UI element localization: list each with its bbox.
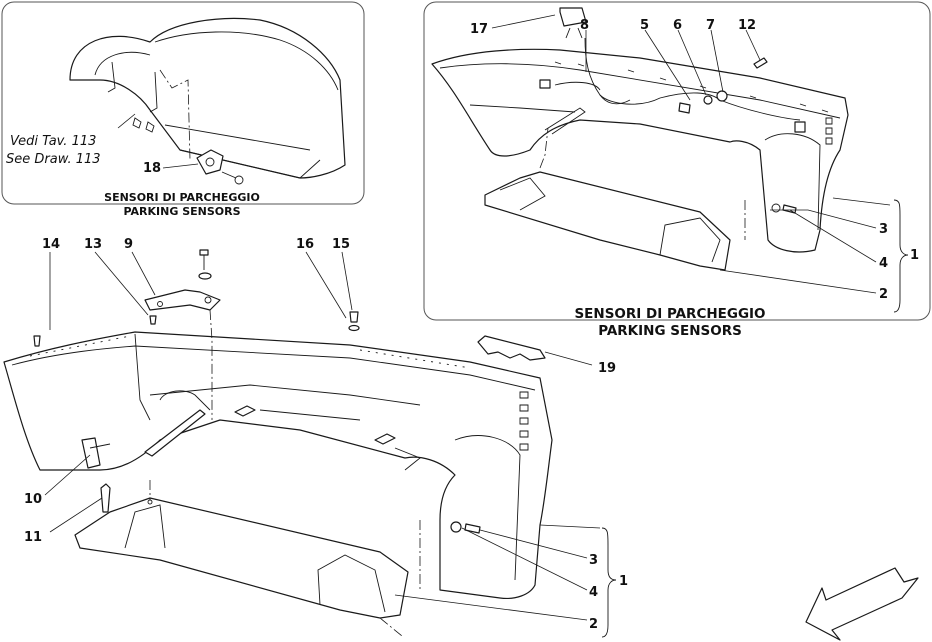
callout-17: 17	[470, 22, 488, 37]
direction-arrow-icon	[805, 567, 919, 641]
inset-left-caption-en: PARKING SENSORS	[123, 205, 240, 218]
callout-16: 16	[296, 237, 314, 252]
inset-left-panel: Vedi Tav. 113 See Draw. 113 18 SENSORI D…	[1, 1, 365, 218]
inset-right-caption-it: SENSORI DI PARCHEGGIO	[574, 306, 765, 322]
inset-right-caption-en: PARKING SENSORS	[598, 323, 742, 339]
callout-2-main: 2	[589, 617, 598, 632]
inset-left-caption-it: SENSORI DI PARCHEGGIO	[104, 191, 260, 204]
callout-1-inset: 1	[910, 248, 919, 263]
callout-18: 18	[143, 161, 161, 176]
callout-9: 9	[124, 237, 133, 252]
callout-11: 11	[24, 530, 42, 545]
inset-right-panel: 17 8 5 6 7 12 3 4 1 2 SENSORI DI PARCHEG…	[423, 1, 931, 339]
callout-12: 12	[738, 18, 756, 33]
callout-10: 10	[24, 492, 42, 507]
callout-15: 15	[332, 237, 350, 252]
callout-4-main: 4	[589, 585, 598, 600]
callout-4-inset: 4	[879, 256, 888, 271]
callout-3-main: 3	[589, 553, 598, 568]
callout-2-inset: 2	[879, 287, 888, 302]
callout-13: 13	[84, 237, 102, 252]
reference-it: Vedi Tav. 113	[10, 134, 96, 149]
callout-19: 19	[598, 361, 616, 376]
callout-3-inset: 3	[879, 222, 888, 237]
reference-en: See Draw. 113	[6, 152, 101, 167]
callout-5: 5	[640, 18, 649, 33]
callout-1-main: 1	[619, 574, 628, 589]
callout-7: 7	[706, 18, 715, 33]
callout-14: 14	[42, 237, 60, 252]
callout-8: 8	[580, 18, 589, 33]
main-bumper-assembly: 14 13 9 16 15 19 10 11 3 4 1 2	[3, 237, 628, 638]
callout-6: 6	[673, 18, 682, 33]
